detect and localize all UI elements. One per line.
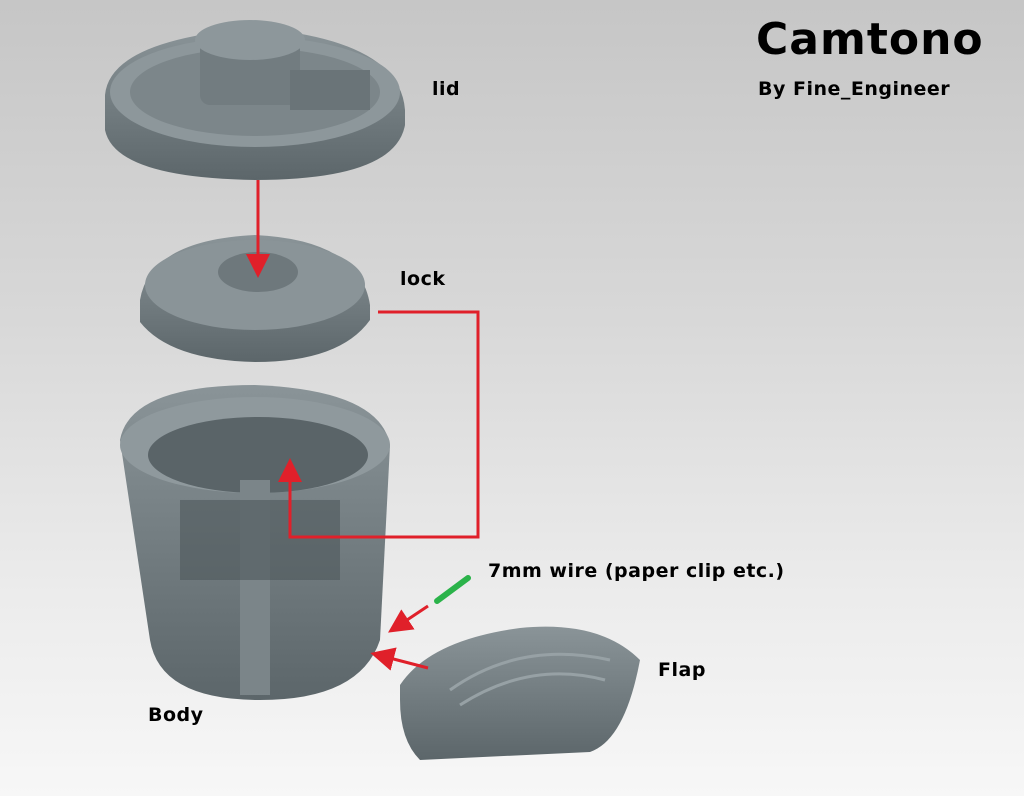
flap-part — [400, 626, 640, 760]
label-body: Body — [148, 704, 204, 726]
label-wire: 7mm wire (paper clip etc.) — [488, 560, 785, 582]
arrow-lock-to-body — [278, 310, 480, 539]
arrow-flap — [370, 647, 429, 671]
label-flap: Flap — [658, 659, 706, 681]
wire-icon — [434, 575, 471, 604]
title: Camtono — [756, 14, 984, 65]
arrow-wire — [388, 604, 429, 633]
body-part — [120, 385, 390, 700]
label-lock: lock — [400, 268, 446, 290]
label-lid: lid — [432, 78, 461, 100]
lid-part — [105, 20, 405, 180]
lock-part — [140, 235, 370, 362]
byline: By Fine_Engineer — [758, 78, 951, 100]
